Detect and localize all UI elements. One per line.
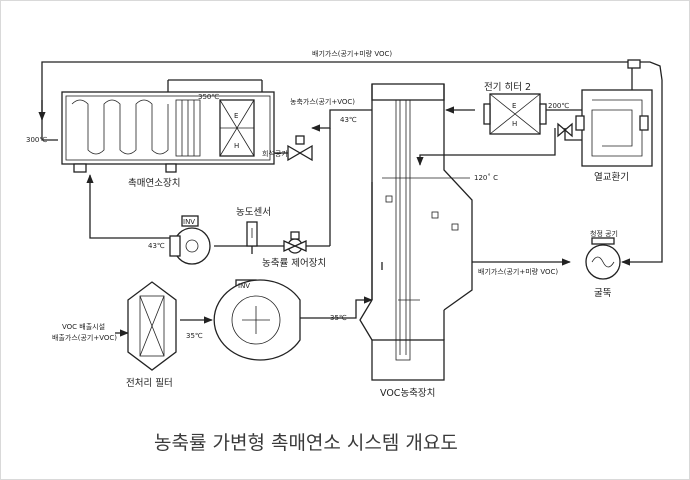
heater-valve[interactable] [557, 122, 573, 138]
concentration-sensor [246, 221, 258, 254]
concentrated-gas-line [311, 109, 372, 132]
fan-lower [213, 279, 301, 361]
prefilter-unit [127, 281, 177, 371]
hx-top-flange [627, 59, 641, 69]
temp-300-label: 300℃ [26, 136, 47, 144]
concentration-sensor-label: 농도센서 [236, 207, 271, 218]
top-exhaust-line [41, 61, 663, 266]
fan-to-catalytic [86, 174, 170, 239]
clean-air-label: 청정 공기 [590, 229, 618, 238]
stack-unit [585, 237, 621, 280]
temp-350-label: 350℃ [198, 93, 219, 101]
e-label-1: E [234, 112, 238, 120]
electric-heater-label: 전기 히터 2 [484, 82, 531, 93]
catalytic-unit-label: 촉매연소장치 [128, 177, 180, 189]
inv-2-label: INV [238, 282, 250, 290]
voc-source-label-1: VOC 배출시설 [62, 322, 105, 331]
top-flow-label: 배기가스(공기+미량 VOC) [312, 49, 392, 58]
e-label-2: E [512, 102, 516, 110]
concentrator-label: VOC농축장치 [380, 387, 435, 399]
exhaust-right-label: 배기가스(공기+미량 VOC) [478, 267, 558, 276]
stack-label: 굴뚝 [594, 288, 612, 299]
diagram-caption: 농축률 가변형 촉매연소 시스템 개요도 [154, 432, 458, 454]
electric-heater-2 [483, 93, 547, 135]
temp-35-fan-label: 35℃ [330, 314, 347, 322]
h-label-1: H [234, 142, 239, 150]
dilution-air-label: 희석공기 [262, 149, 288, 158]
dilution-valve[interactable] [287, 135, 313, 162]
voc-concentrator [359, 83, 473, 381]
controller-label: 농축률 제어장치 [262, 257, 326, 269]
fan-to-concentrator [300, 296, 373, 319]
temp-200-label: 200℃ [548, 102, 569, 110]
voc-source-label-2: 배출가스(공기+VOC) [52, 333, 117, 342]
concentrated-flow-label: 농축가스(공기+VOC) [290, 97, 355, 106]
h-label-2: H [512, 120, 517, 128]
hx-valve-line [564, 128, 582, 141]
temp-120-label: 120˚ C [474, 174, 498, 182]
hot-air-to-concentrator [416, 128, 556, 166]
catalytic-combustion-unit [61, 79, 275, 173]
temp-43-top-label: 43℃ [340, 116, 357, 124]
temp-35-filter-label: 35℃ [186, 332, 203, 340]
prefilter-label: 전처리 필터 [126, 377, 173, 389]
inv-1-label: INV [183, 218, 195, 226]
fan-upper [169, 215, 211, 265]
temp-43-fan-label: 43℃ [148, 242, 165, 250]
heat-exchanger [575, 89, 653, 167]
heat-exchanger-label: 열교환기 [594, 171, 629, 183]
controller-valve[interactable] [283, 231, 307, 254]
